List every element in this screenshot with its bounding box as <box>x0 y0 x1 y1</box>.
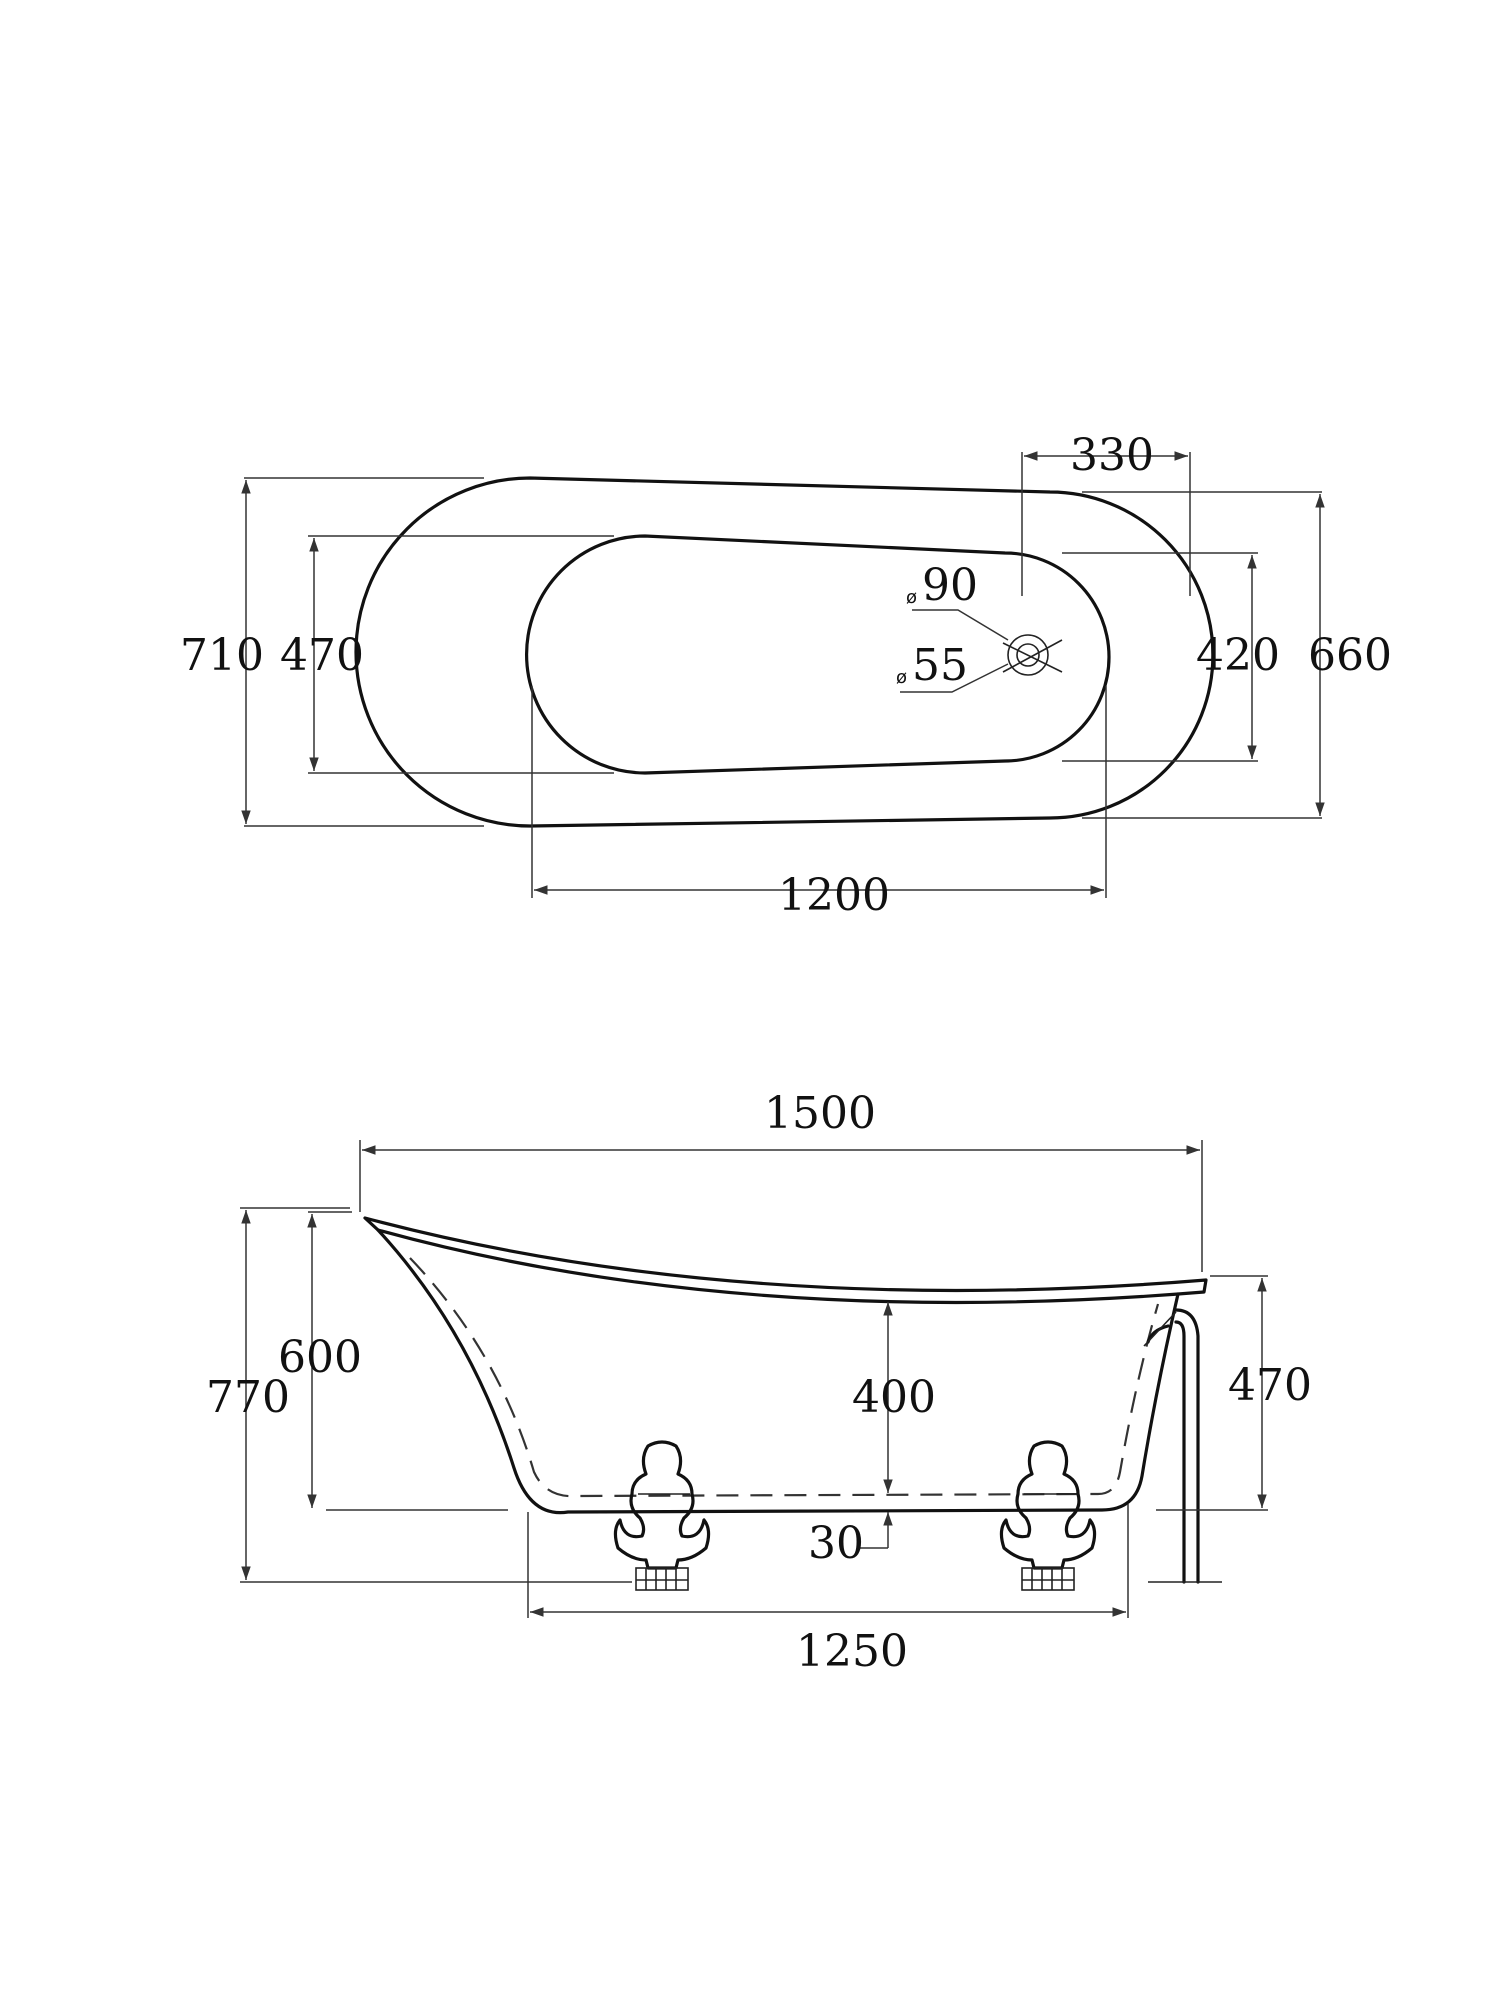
inner-width-left-label: 470 <box>280 630 364 681</box>
overall-length-side-label: 1500 <box>764 1088 876 1139</box>
left-claw-foot-icon <box>613 1440 711 1591</box>
inner-depth-label: 400 <box>852 1372 936 1423</box>
overflow-diameter-symbol: ø <box>906 587 917 608</box>
feet-span-label: 1250 <box>796 1626 908 1677</box>
dimension-710 <box>241 477 484 827</box>
top-view: ø 90 ø 55 710 470 420 66 <box>180 430 1392 921</box>
dimension-470-top <box>308 535 614 774</box>
dimension-330 <box>1021 451 1191 596</box>
drain-icon <box>1002 634 1063 676</box>
dimension-1200 <box>531 686 1107 898</box>
drain-offset-label: 330 <box>1070 430 1154 481</box>
dimension-420 <box>1062 552 1258 762</box>
inner-width-right-label: 420 <box>1196 630 1280 681</box>
tub-body <box>376 1228 1180 1515</box>
overflow-diameter-label: 90 <box>922 560 978 611</box>
tub-interior-line <box>409 1257 1160 1498</box>
dimension-660 <box>1082 491 1325 819</box>
outer-width-left-label: 710 <box>180 630 264 681</box>
tub-height-label: 600 <box>278 1332 362 1383</box>
side-view: 1500 770 600 470 400 <box>206 1088 1312 1677</box>
total-height-label: 770 <box>206 1372 290 1423</box>
outer-width-right-label: 660 <box>1308 630 1392 681</box>
dimension-30 <box>858 1512 893 1549</box>
dimension-1250 <box>527 1504 1129 1618</box>
dimension-770 <box>240 1207 632 1583</box>
dimension-600 <box>307 1211 508 1511</box>
overall-length-top-label: 1200 <box>778 870 890 921</box>
drain-diameter-symbol: ø <box>896 667 907 688</box>
diameter-leaders <box>900 609 1009 693</box>
drain-diameter-symbol-spacer: 55 <box>912 640 968 691</box>
tub-inner-basin <box>524 534 1111 775</box>
low-rim-height-label: 470 <box>1228 1360 1312 1411</box>
dimension-1500 <box>359 1140 1203 1272</box>
tub-outer-rim <box>354 476 1215 828</box>
dimension-470-side <box>1156 1275 1268 1511</box>
right-claw-foot-icon <box>999 1440 1097 1591</box>
tub-rim <box>363 1216 1208 1305</box>
drain-pipe-icon <box>1143 1308 1222 1584</box>
floor-clearance-label: 30 <box>808 1518 864 1569</box>
